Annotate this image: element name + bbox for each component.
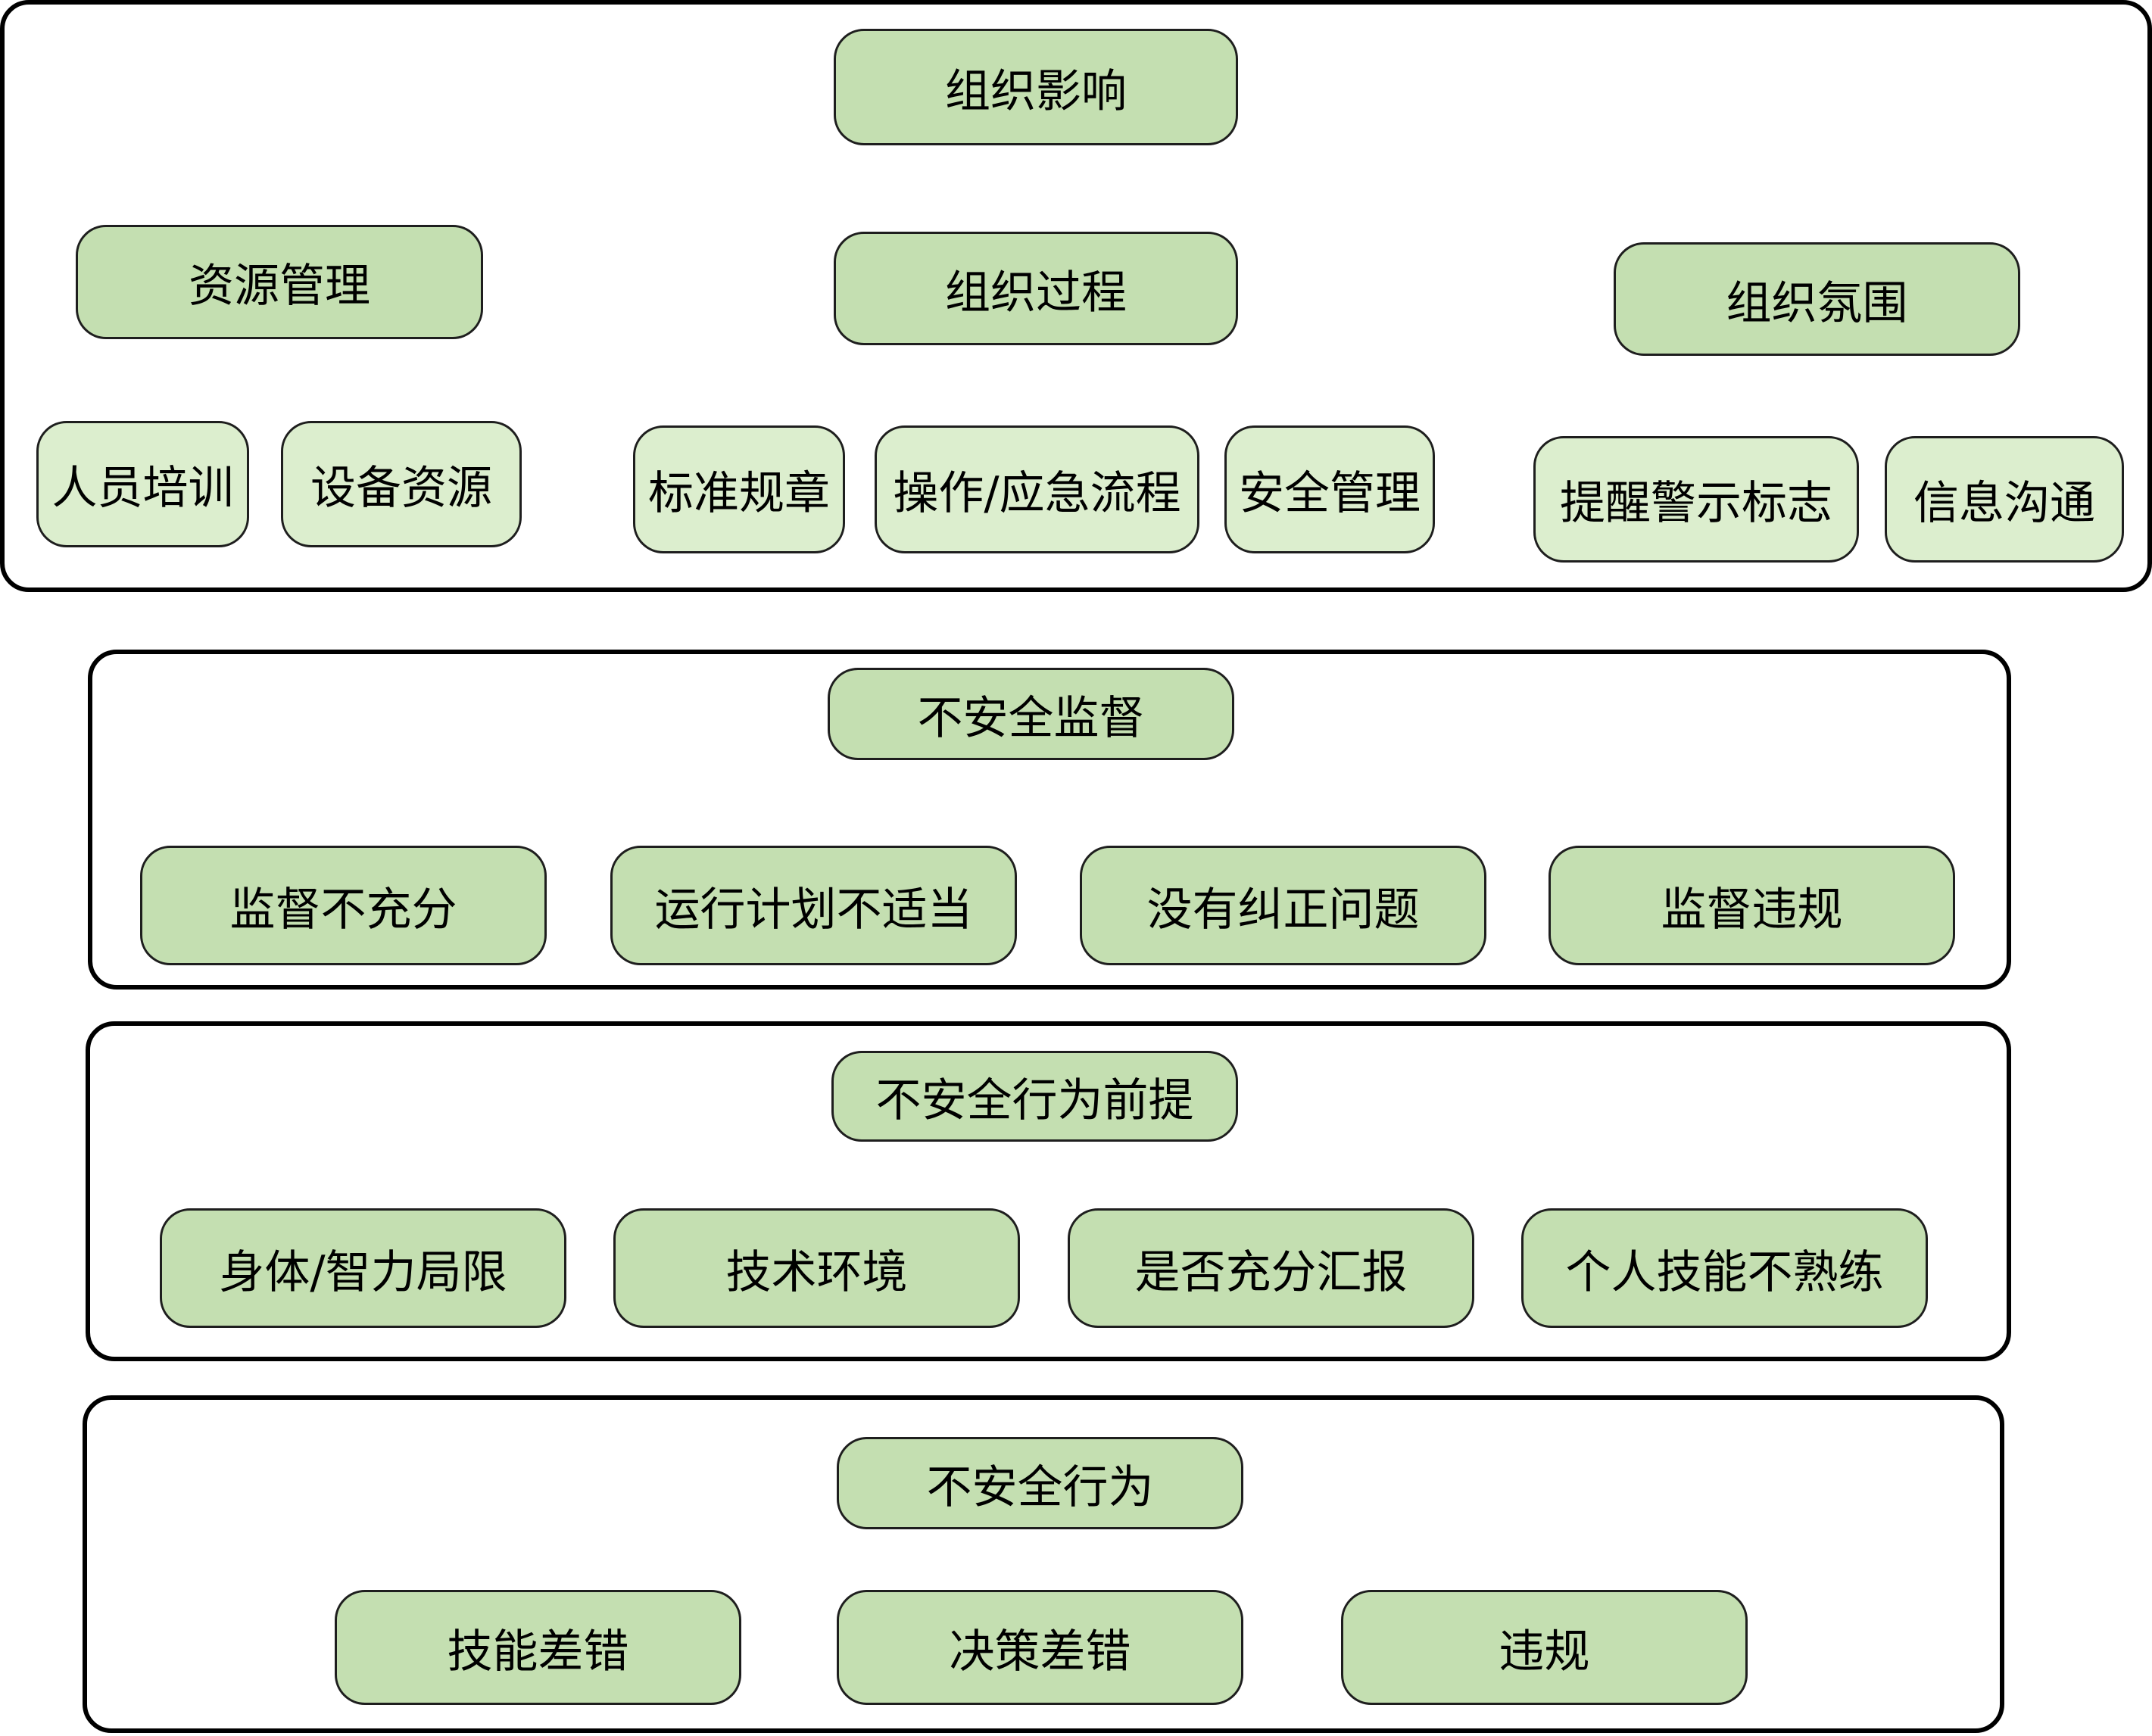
inadequate-supervision-node: 监督不充分 bbox=[140, 846, 547, 965]
organizational-climate-node: 组织氛围 bbox=[1614, 242, 2020, 356]
unsafe-supervision-root: 不安全监督 bbox=[828, 668, 1234, 760]
adequate-briefing-node: 是否充分汇报 bbox=[1068, 1208, 1474, 1328]
preconditions-root: 不安全行为前提 bbox=[831, 1051, 1238, 1142]
standards-regulations-node: 标准规章 bbox=[633, 425, 845, 553]
organizational-process-node: 组织过程 bbox=[834, 232, 1238, 345]
safety-management-node: 安全管理 bbox=[1224, 425, 1435, 553]
personnel-training-node: 人员培训 bbox=[36, 421, 249, 547]
equipment-resources-node: 设备资源 bbox=[281, 421, 522, 547]
physical-mental-limitations-node: 身体/智力局限 bbox=[160, 1208, 566, 1328]
information-communication-node: 信息沟通 bbox=[1885, 436, 2124, 563]
failed-to-correct-node: 没有纠正问题 bbox=[1080, 846, 1486, 965]
unsafe-acts-root: 不安全行为 bbox=[837, 1437, 1243, 1529]
skill-error-node: 技能差错 bbox=[335, 1590, 741, 1705]
supervisory-violation-node: 监督违规 bbox=[1549, 846, 1955, 965]
personal-skill-node: 个人技能不熟练 bbox=[1521, 1208, 1928, 1328]
inappropriate-planning-node: 运行计划不适当 bbox=[610, 846, 1017, 965]
decision-error-node: 决策差错 bbox=[837, 1590, 1243, 1705]
technological-environment-node: 技术环境 bbox=[613, 1208, 1020, 1328]
violation-node: 违规 bbox=[1341, 1590, 1748, 1705]
warning-signs-node: 提醒警示标志 bbox=[1533, 436, 1859, 563]
operation-emergency-procedure-node: 操作/应急流程 bbox=[875, 425, 1199, 553]
org-influence-root: 组织影响 bbox=[834, 29, 1238, 145]
resource-management-node: 资源管理 bbox=[76, 225, 483, 339]
